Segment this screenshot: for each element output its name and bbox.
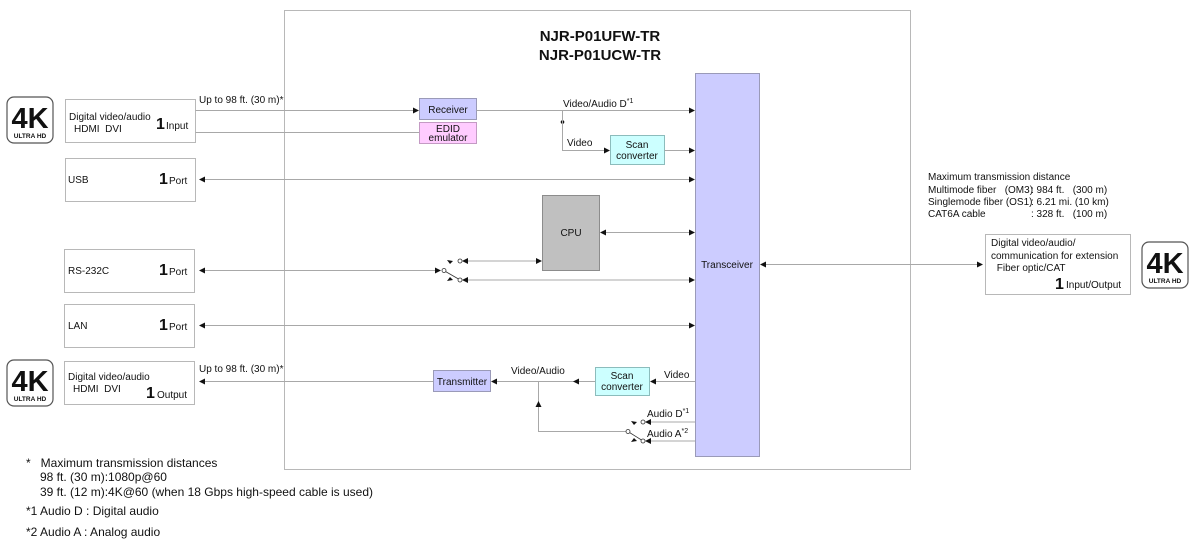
svg-text:4K: 4K [1146,248,1183,280]
signal-audio-d: Audio D*1 [647,408,689,420]
svg-text:1: 1 [159,262,168,279]
svg-text:1: 1 [146,385,155,402]
svg-text:Digital video/audio/: Digital video/audio/ [991,238,1076,249]
svg-text:: 984 ft. (300 m): : 984 ft. (300 m) [1031,185,1107,196]
footnotes: * Maximum transmission distances 98 ft. … [26,456,373,539]
distance-label-output: Up to 98 ft. (30 m)* [199,364,284,375]
port-hdmi-input: Digital video/audio HDMI DVI 1 Input [65,99,196,143]
svg-text:converter: converter [616,151,658,162]
svg-text:Scan: Scan [611,371,634,382]
svg-text:Input/Output: Input/Output [1066,280,1121,291]
svg-text:ULTRA HD: ULTRA HD [14,133,47,140]
svg-text:Digital video/audio: Digital video/audio [69,112,151,123]
svg-text:Output: Output [157,390,187,401]
svg-text:LAN: LAN [68,321,87,332]
model-title-1: NJR-P01UFW-TR [540,28,661,45]
signal-video-bottom: Video [664,370,690,381]
transmitter-block: Transmitter [433,370,491,392]
port-hdmi-output: Digital video/audio HDMI DVI 1 Output [64,361,195,405]
svg-text:converter: converter [601,382,643,393]
svg-text:: 6.21 mi. (10 km): : 6.21 mi. (10 km) [1031,197,1109,208]
cpu-block: CPU [542,195,600,271]
svg-text:1: 1 [159,317,168,334]
svg-text:ULTRA HD: ULTRA HD [14,396,47,403]
svg-text:1: 1 [159,171,168,188]
svg-text:1: 1 [156,116,165,133]
transceiver-block: Transceiver [695,73,760,457]
svg-text:emulator: emulator [429,133,469,144]
model-title-2: NJR-P01UCW-TR [539,47,661,64]
svg-text:communication for extension: communication for extension [991,251,1118,262]
4k-ultra-hd-badge-extension: 4K ULTRA HD [1141,241,1189,289]
svg-text:Maximum transmission distance: Maximum transmission distance [928,172,1071,183]
edid-emulator-block: EDID emulator [419,122,477,144]
extension-distance-table: Maximum transmission distance Multimode … [928,172,1109,220]
svg-text:Multimode fiber (OM3): Multimode fiber (OM3) [928,185,1033,196]
svg-text:Port: Port [169,176,188,187]
svg-text:4K: 4K [11,366,48,398]
svg-text:HDMI DVI: HDMI DVI [74,124,122,135]
svg-text:* Maximum transmission dista: * Maximum transmission distances [26,456,217,470]
scan-converter-top: Scan converter [610,135,665,165]
receiver-block: Receiver [419,98,477,120]
svg-text:HDMI DVI: HDMI DVI [73,384,121,395]
svg-text:RS-232C: RS-232C [68,266,109,277]
svg-text:98 ft. (30 m):1080p@60: 98 ft. (30 m):1080p@60 [40,470,167,484]
signal-audio-a: Audio A*2 [647,428,688,440]
signal-video-audio-d: Video/Audio D*1 [563,98,633,110]
port-extension: Digital video/audio/ communication for e… [985,234,1131,295]
svg-text:Receiver: Receiver [428,105,468,116]
scan-converter-bottom: Scan converter [595,367,650,396]
svg-text:: 328 ft. (100 m): : 328 ft. (100 m) [1031,209,1107,220]
connections [195,107,983,444]
device-frame [284,10,911,470]
svg-text:Port: Port [169,322,188,333]
svg-text:*1 Audio D : Digital audio: *1 Audio D : Digital audio [26,504,159,518]
svg-text:EDID: EDID [436,124,460,135]
port-lan: LAN 1 Port [64,304,195,348]
svg-text:CPU: CPU [560,228,581,239]
svg-text:Fiber optic/CAT: Fiber optic/CAT [994,263,1066,274]
4k-ultra-hd-badge-input: 4K ULTRA HD [6,96,54,144]
svg-text:CAT6A cable: CAT6A cable [928,209,986,220]
svg-text:1: 1 [1055,276,1064,293]
signal-video-audio: Video/Audio [511,366,565,377]
svg-text:Input: Input [166,121,188,132]
svg-text:ULTRA HD: ULTRA HD [1149,278,1182,285]
distance-label-input: Up to 98 ft. (30 m)* [199,95,284,106]
svg-text:Digital video/audio: Digital video/audio [68,372,150,383]
svg-text:USB: USB [68,175,89,186]
svg-text:Transceiver: Transceiver [701,260,754,271]
signal-video-top: Video [567,138,593,149]
svg-text:4K: 4K [11,103,48,135]
svg-text:39 ft. (12 m):4K@60 (when 18 G: 39 ft. (12 m):4K@60 (when 18 Gbps high-s… [40,485,373,499]
svg-text:Port: Port [169,267,188,278]
port-rs232c: RS-232C 1 Port [64,249,195,293]
svg-text:Singlemode fiber (OS1): Singlemode fiber (OS1) [928,197,1033,208]
svg-text:*2 Audio A : Analog audio: *2 Audio A : Analog audio [26,525,160,539]
svg-text:Transmitter: Transmitter [437,377,488,388]
port-usb: USB 1 Port [65,158,196,202]
4k-ultra-hd-badge-output: 4K ULTRA HD [6,359,54,407]
svg-text:Scan: Scan [626,140,649,151]
